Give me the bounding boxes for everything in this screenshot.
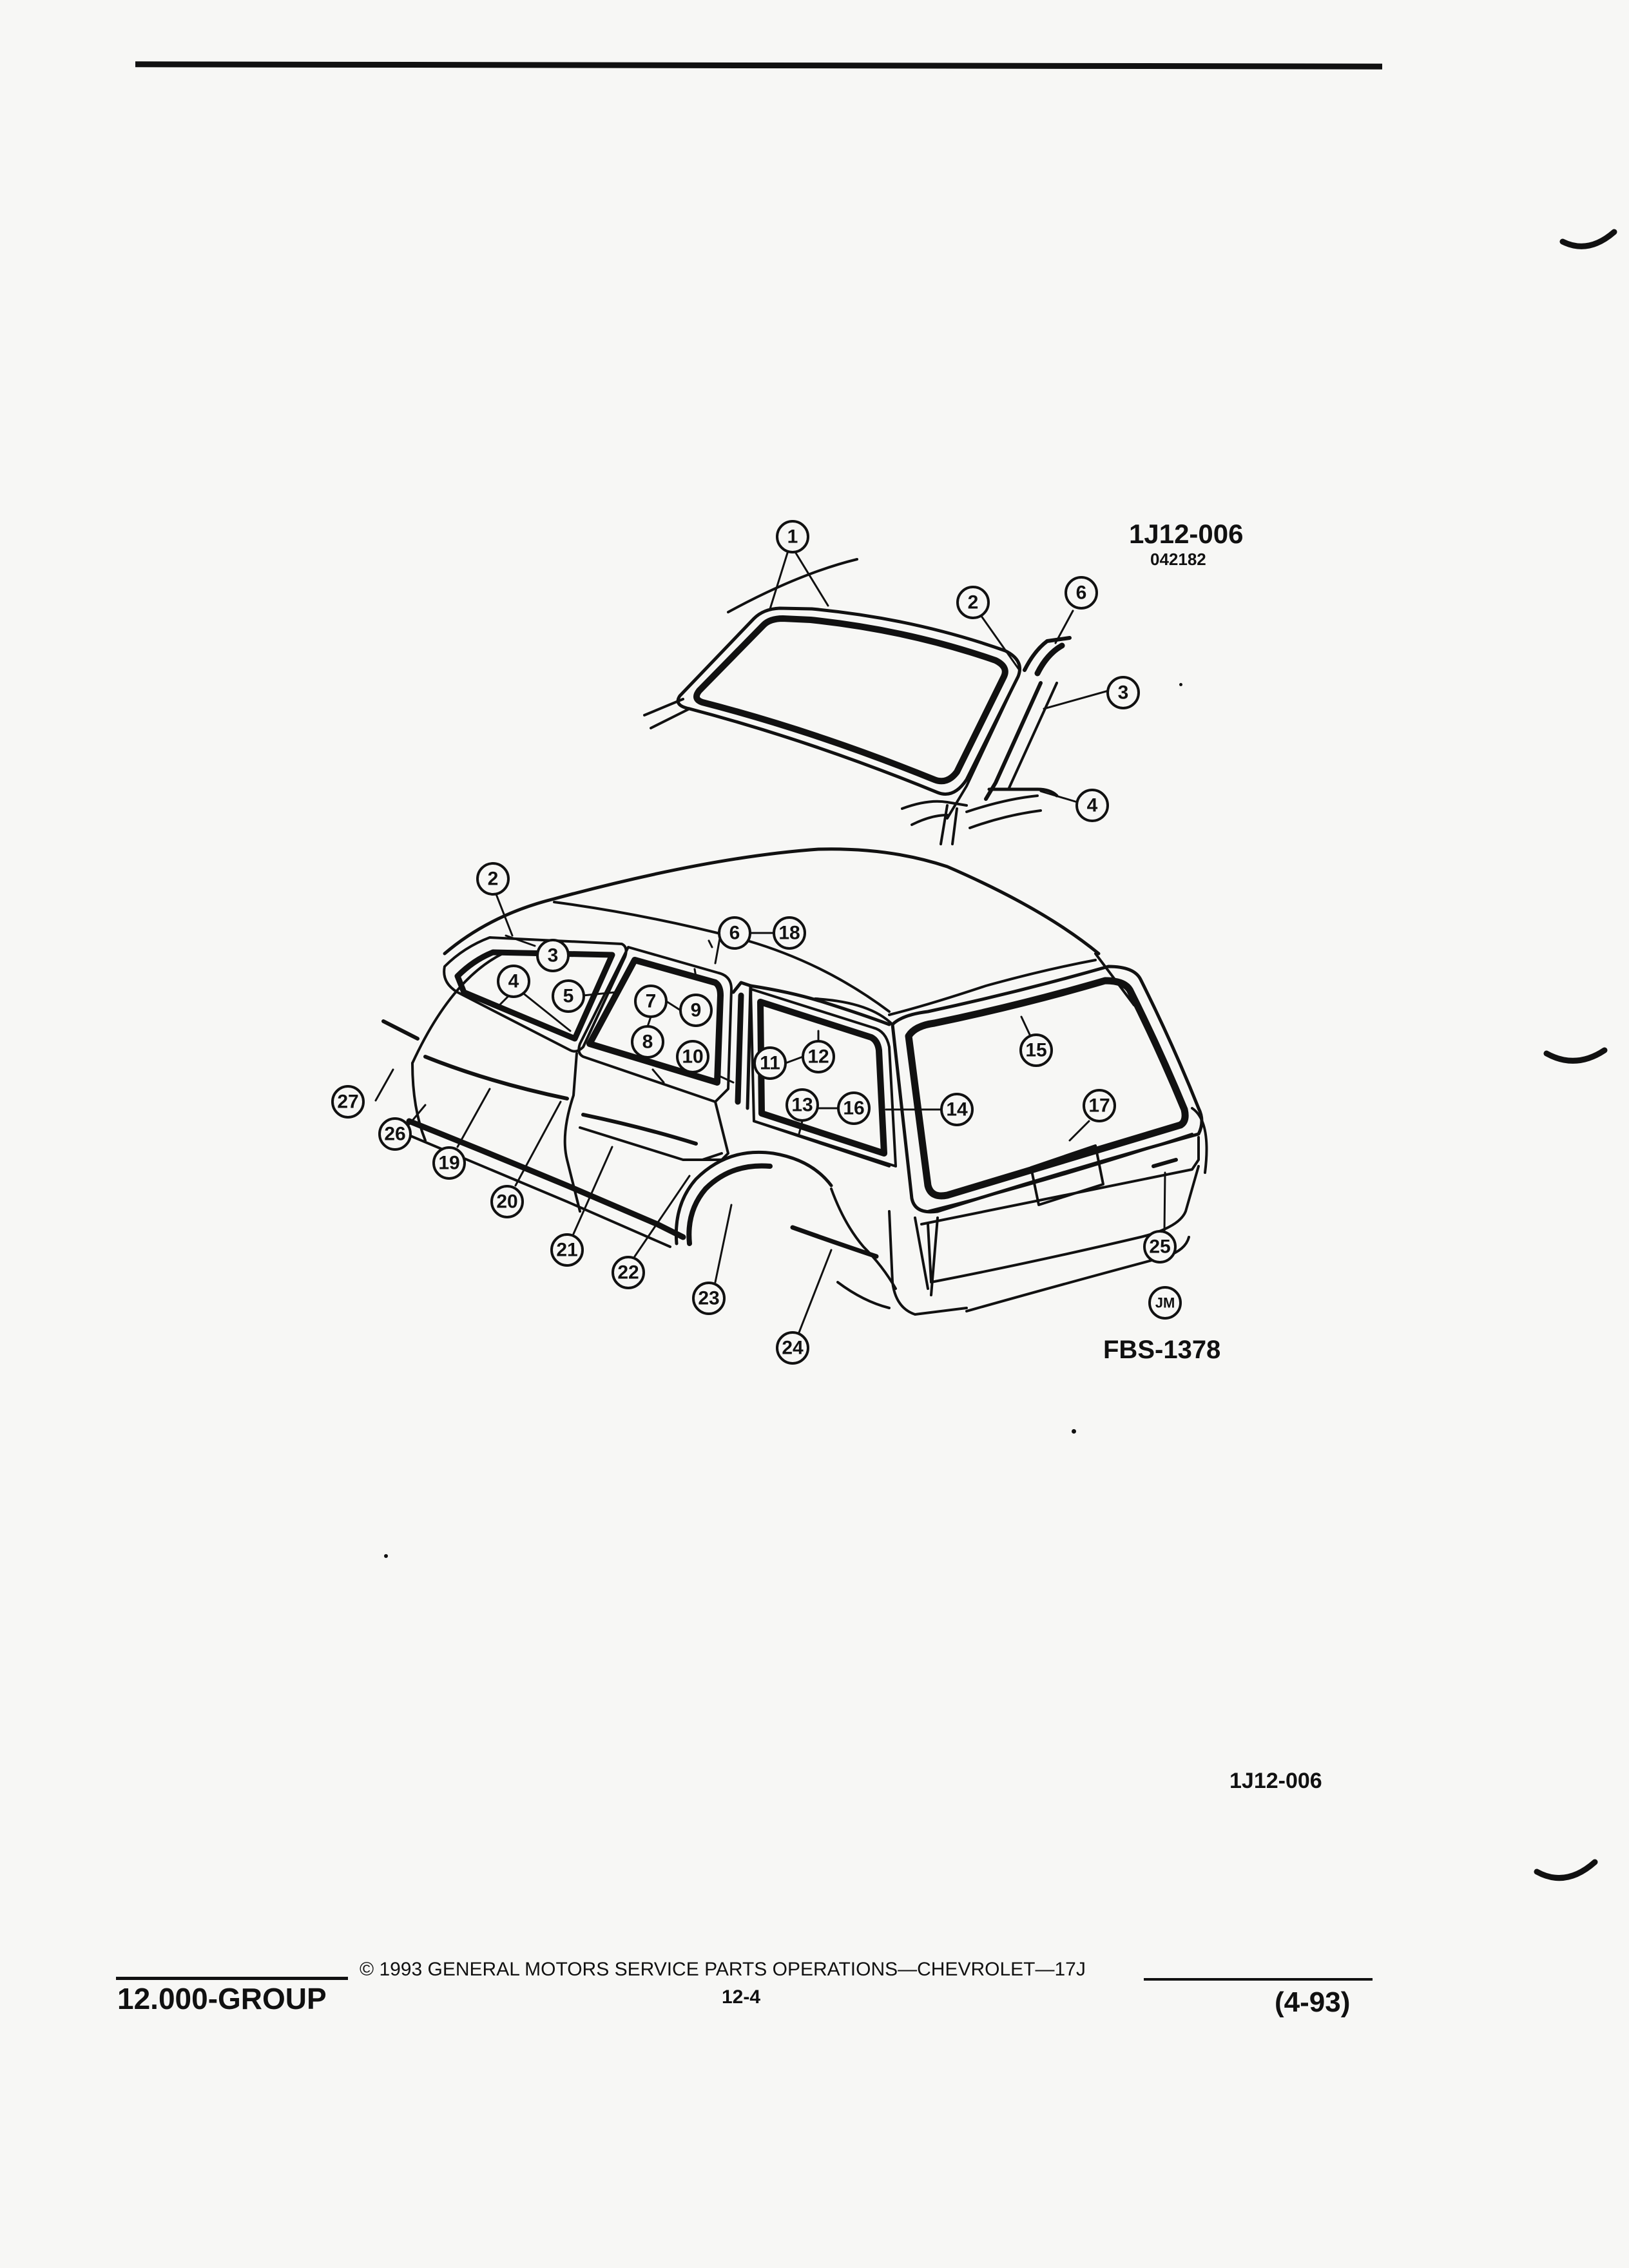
callout-1: 1 [776, 520, 809, 553]
callout-14: 14 [940, 1093, 974, 1126]
svg-text:9: 9 [691, 1000, 702, 1021]
callout-4-windshield: 4 [1075, 789, 1109, 822]
callout-4: 4 [497, 965, 530, 998]
callout-27: 27 [331, 1085, 365, 1119]
callout-15: 15 [1019, 1033, 1053, 1067]
svg-text:17: 17 [1088, 1095, 1110, 1117]
speck [1072, 1429, 1076, 1434]
callout-12: 12 [802, 1040, 835, 1073]
body-leader-lines [374, 893, 1166, 1334]
wagon-body [405, 847, 1208, 1316]
svg-text:24: 24 [782, 1338, 804, 1359]
footer-copyright: © 1993 GENERAL MOTORS SERVICE PARTS OPER… [360, 1959, 1086, 1980]
callout-2-windshield: 2 [956, 586, 990, 619]
svg-text:18: 18 [778, 923, 800, 944]
punch-mark-middle [1543, 1047, 1608, 1064]
svg-text:JM: JM [1155, 1295, 1175, 1311]
svg-text:3: 3 [548, 945, 559, 966]
svg-text:7: 7 [646, 991, 657, 1012]
svg-text:27: 27 [337, 1091, 358, 1113]
svg-text:25: 25 [1149, 1236, 1170, 1258]
svg-text:10: 10 [682, 1046, 703, 1068]
callout-11: 11 [753, 1046, 787, 1080]
svg-text:20: 20 [496, 1191, 517, 1213]
callout-16: 16 [837, 1091, 871, 1125]
svg-text:1: 1 [787, 526, 798, 548]
speck [1179, 683, 1182, 686]
svg-text:4: 4 [1087, 795, 1098, 816]
windshield-detail [643, 558, 1072, 845]
callout-markers: 1 2 3 4 6 2 3 4 5 6 7 8 9 10 11 12 13 14… [331, 520, 1182, 1365]
svg-text:22: 22 [617, 1262, 639, 1283]
callout-3-windshield: 3 [1106, 676, 1140, 709]
callout-26: 26 [378, 1117, 412, 1151]
svg-text:2: 2 [968, 592, 979, 613]
callout-17: 17 [1083, 1089, 1116, 1122]
footer-rule-right [1144, 1978, 1373, 1981]
callout-6: 6 [718, 916, 751, 950]
bottom-figure-code: 1J12-006 [1229, 1769, 1322, 1793]
svg-text:13: 13 [791, 1095, 813, 1116]
callout-2: 2 [476, 862, 510, 896]
footer-group: 12.000-GROUP [117, 1982, 327, 2015]
footer-rule-left [116, 1977, 348, 1980]
svg-text:16: 16 [843, 1098, 864, 1119]
callout-24: 24 [776, 1331, 809, 1365]
figure-code: 1J12-006 [1129, 519, 1244, 549]
svg-text:6: 6 [1076, 582, 1087, 604]
callout-8: 8 [631, 1025, 664, 1059]
jm-badge: JM [1148, 1286, 1182, 1320]
svg-text:23: 23 [698, 1288, 719, 1309]
punch-mark-bottom [1534, 1859, 1598, 1881]
callout-19: 19 [432, 1146, 466, 1180]
callout-6-windshield: 6 [1065, 576, 1098, 610]
svg-text:4: 4 [508, 971, 519, 992]
footer-date: (4-93) [1275, 1986, 1351, 2018]
speck [384, 1554, 388, 1558]
svg-text:21: 21 [556, 1240, 577, 1261]
figure-date-code: 042182 [1150, 550, 1206, 569]
callout-10: 10 [676, 1040, 709, 1073]
callout-20: 20 [490, 1185, 524, 1218]
callout-21: 21 [550, 1233, 584, 1267]
callout-13: 13 [786, 1088, 819, 1122]
svg-text:15: 15 [1025, 1040, 1046, 1061]
callout-3: 3 [536, 939, 570, 972]
svg-text:8: 8 [642, 1032, 653, 1053]
callout-18: 18 [773, 916, 806, 950]
svg-text:2: 2 [488, 869, 499, 890]
footer-page-number: 12-4 [722, 1986, 761, 2008]
callout-5: 5 [552, 979, 585, 1013]
svg-text:19: 19 [438, 1153, 459, 1174]
svg-text:5: 5 [563, 986, 574, 1007]
fbs-code: FBS-1378 [1103, 1336, 1221, 1364]
svg-text:3: 3 [1118, 682, 1129, 704]
punch-mark-top [1559, 229, 1617, 249]
callout-9: 9 [679, 994, 713, 1027]
callout-23: 23 [692, 1282, 726, 1315]
windshield-leader-lines [769, 550, 1110, 803]
callout-22: 22 [612, 1256, 645, 1289]
svg-text:12: 12 [807, 1046, 829, 1068]
callout-25: 25 [1143, 1230, 1177, 1264]
svg-text:6: 6 [729, 923, 740, 944]
svg-text:14: 14 [946, 1099, 968, 1120]
svg-text:11: 11 [760, 1053, 780, 1074]
svg-text:26: 26 [384, 1124, 405, 1145]
callout-7: 7 [634, 985, 668, 1018]
